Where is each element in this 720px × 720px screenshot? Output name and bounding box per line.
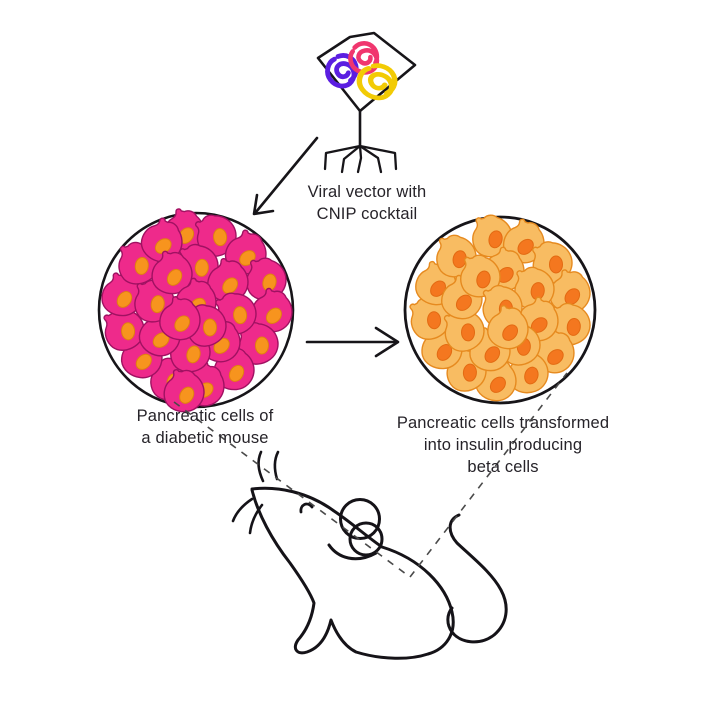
cell-nucleus <box>502 324 519 341</box>
cell-nucleus <box>222 277 239 294</box>
left-dish <box>97 208 295 413</box>
cnip-squiggle-yellow <box>356 63 398 101</box>
dash-left-dish-to-mouse <box>173 401 411 578</box>
cell-nucleus <box>202 318 217 337</box>
phage-legs <box>323 144 398 174</box>
cell-nucleus <box>524 366 539 385</box>
cell-nucleus <box>135 353 152 370</box>
cell <box>472 214 513 258</box>
mouse-eye <box>299 502 314 514</box>
cell-nucleus <box>134 256 149 275</box>
right-dish <box>403 214 597 405</box>
arrow-left-to-right-dish <box>305 326 400 358</box>
viral-vector-icon <box>316 31 417 174</box>
mouse-whiskers <box>231 450 280 535</box>
cell-nucleus <box>455 294 472 311</box>
cell-nucleus <box>228 364 245 382</box>
cell-nucleus <box>150 295 165 314</box>
cell-nucleus <box>488 230 503 249</box>
cell-nucleus <box>254 336 269 355</box>
mouse-line-drawing <box>231 450 508 660</box>
cell <box>207 258 249 303</box>
cell <box>194 214 237 257</box>
cell-nucleus <box>265 307 282 324</box>
cell-nucleus <box>213 228 228 247</box>
cell-nucleus <box>166 268 183 286</box>
cell-nucleus <box>116 291 133 308</box>
cell <box>460 254 501 298</box>
cell <box>159 296 201 341</box>
right-dish-label: Pancreatic cells transformed into insuli… <box>396 414 610 476</box>
mouse-ear-front <box>348 521 384 557</box>
cell-nucleus <box>489 376 506 393</box>
cell-nucleus <box>121 322 136 341</box>
cell <box>409 297 451 340</box>
cell <box>443 309 485 352</box>
diabetic-cells-cluster <box>101 208 293 413</box>
cell-nucleus <box>548 255 563 274</box>
cell <box>140 217 183 263</box>
mouse-ear-back <box>339 498 381 540</box>
cnip-squiggle-pink <box>348 40 380 75</box>
cell <box>549 269 591 314</box>
mouse-body-outline <box>250 486 455 660</box>
cell-nucleus <box>179 386 195 404</box>
cell-nucleus <box>194 258 209 277</box>
pancreas-pointer-dashes <box>173 372 568 578</box>
cell-nucleus <box>461 323 476 342</box>
viral-vector-label: Viral vector with CNIP cocktail <box>307 183 427 223</box>
cell-nucleus <box>547 349 564 365</box>
beta-cells-cluster <box>409 214 591 402</box>
cell-nucleus <box>174 315 191 332</box>
cell-nucleus <box>427 311 442 330</box>
cell-nucleus <box>517 238 534 255</box>
cell-nucleus <box>233 306 248 325</box>
dash-mouse-to-right-dish <box>409 372 568 578</box>
cnip-squiggle-purple <box>325 53 359 89</box>
cell-nucleus <box>566 317 581 336</box>
cell <box>487 305 529 350</box>
cell <box>151 250 193 295</box>
arrow-virus-to-left-dish <box>252 136 319 216</box>
cell-nucleus <box>484 346 501 363</box>
left-dish-label: Pancreatic cells of a diabetic mouse <box>136 407 274 447</box>
cell <box>163 369 205 413</box>
mouse-tail <box>446 513 508 644</box>
cell-nucleus <box>462 363 477 382</box>
cell-nucleus <box>476 270 491 289</box>
cell-nucleus <box>186 345 201 364</box>
